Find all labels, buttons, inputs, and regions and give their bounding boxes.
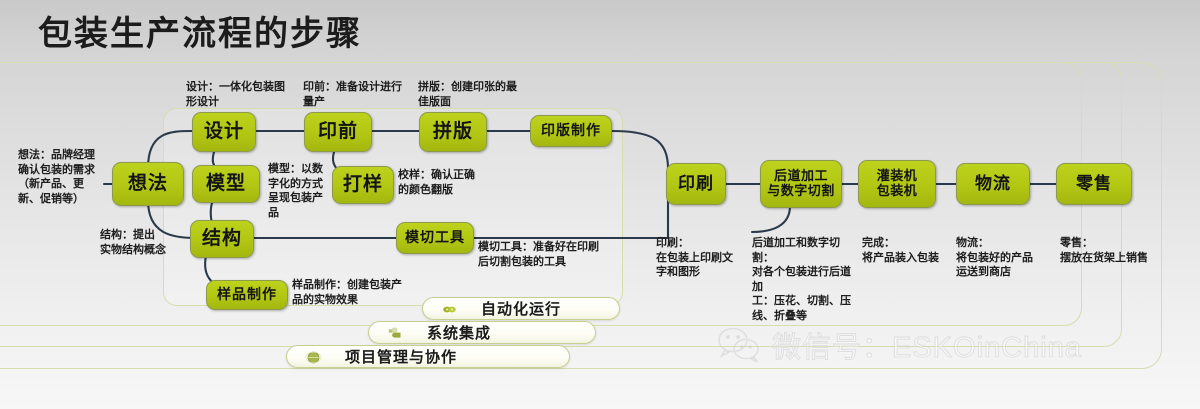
node-filling[interactable]: 灌装机 包装机	[858, 160, 936, 208]
annotation-proof: 校样：确认正确 的颜色翻版	[398, 169, 475, 196]
node-printing[interactable]: 印刷	[666, 163, 726, 205]
annotation-retail: 零售： 摆放在货架上销售	[1060, 237, 1148, 264]
node-label: 后道加工 与数字切割	[767, 168, 835, 198]
annotation-printing: 印刷： 在包装上印刷文 字和图形	[656, 237, 733, 279]
node-retail[interactable]: 零售	[1056, 163, 1132, 205]
node-prepress[interactable]: 印前	[304, 112, 372, 152]
node-label: 印前	[317, 121, 358, 143]
node-label: 灌装机 包装机	[876, 168, 918, 198]
puzzle-icon	[388, 327, 401, 338]
node-model[interactable]: 模型	[192, 165, 260, 203]
node-plate[interactable]: 印版制作	[530, 115, 612, 147]
node-label: 样品制作	[217, 286, 277, 303]
node-label: 印版制作	[541, 122, 601, 139]
node-label: 印刷	[678, 174, 714, 194]
node-label: 物流	[975, 174, 1011, 194]
annotation-diecut-tool: 模切工具：准备好在印刷 后切割包装的工具	[478, 241, 599, 268]
node-label: 想法	[127, 173, 168, 195]
annotation-idea: 想法：品牌经理 确认包装的需求 （新产品、更 新、促销等）	[18, 149, 95, 205]
annotation-structure: 结构：提出 实物结构概念	[100, 229, 166, 256]
node-design[interactable]: 设计	[192, 112, 256, 152]
node-diecut-tool[interactable]: 模切工具	[396, 222, 474, 254]
bar-label: 自动化运行	[481, 301, 562, 318]
annotation-prepress: 印前：准备设计进行 量产	[303, 81, 402, 108]
node-sample[interactable]: 样品制作	[206, 280, 288, 310]
page-title: 包装生产流程的步骤	[38, 15, 362, 53]
bar-label: 项目管理与协作	[345, 349, 458, 366]
annotation-filling: 完成： 将产品装入包装	[862, 237, 939, 264]
annotation-logistics: 物流： 将包装好的产品 运送到商店	[956, 237, 1033, 279]
annotation-imposition: 拼版：创建印张的最 佳版面	[418, 81, 517, 108]
annotation-model: 模型：以数 字化的方式 呈现包装产 品	[268, 163, 323, 219]
gear-green-icon	[443, 306, 456, 313]
node-label: 结构	[201, 228, 242, 250]
node-label: 零售	[1076, 174, 1112, 194]
node-proof[interactable]: 打样	[332, 166, 394, 204]
annotation-design: 设计：一体化包装图 形设计	[186, 81, 285, 108]
bar-automation[interactable]: 自动化运行	[422, 297, 620, 320]
node-label: 拼版	[432, 121, 473, 143]
bar-label: 系统集成	[427, 325, 492, 342]
node-label: 打样	[342, 174, 383, 196]
node-structure[interactable]: 结构	[190, 220, 254, 258]
annotation-sample: 样品制作：创建包装产 品的实物效果	[292, 279, 402, 306]
bar-project[interactable]: 项目管理与协作	[286, 345, 570, 368]
node-finishing[interactable]: 后道加工 与数字切割	[760, 160, 842, 208]
bar-integration[interactable]: 系统集成	[368, 321, 596, 344]
node-logistics[interactable]: 物流	[956, 163, 1030, 205]
node-label: 设计	[203, 121, 244, 143]
annotation-finishing: 后道加工和数字切割： 对各个包装进行后道加 工：压花、切割、压 线、折叠等	[752, 237, 851, 322]
node-label: 模切工具	[405, 229, 465, 246]
node-label: 模型	[205, 173, 246, 195]
globe-icon	[305, 351, 322, 364]
node-idea[interactable]: 想法	[112, 162, 184, 206]
node-imposition[interactable]: 拼版	[419, 112, 487, 152]
